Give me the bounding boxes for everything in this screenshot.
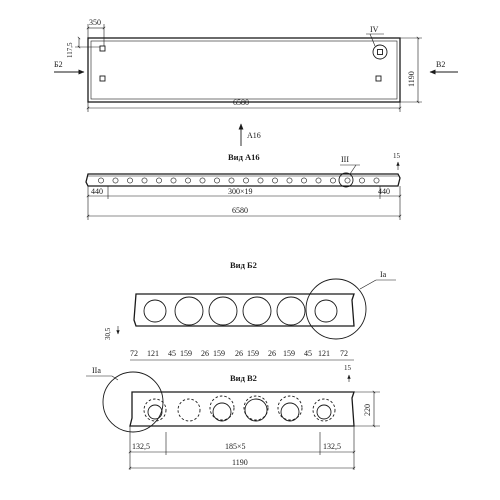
void: [312, 398, 336, 422]
hole: [286, 177, 293, 184]
view-a16: А16 Вид А16 III 15 440 300×19 440 6580: [85, 123, 402, 220]
dim-a16-total: 6580: [232, 206, 248, 215]
void-row: [143, 395, 336, 422]
section-label-v2: В2: [436, 60, 445, 69]
void: [147, 404, 163, 420]
view-v2: Вид В2 15 IIа 220: [86, 364, 380, 470]
dim-plan-117-5: 117,5: [66, 42, 74, 58]
hole: [344, 177, 351, 184]
dim-b2-10: 45: [304, 349, 312, 358]
dimension-chain-b2: 72 121 45 159 26 159 26 159 26 159 45 12…: [130, 349, 348, 358]
view-title-a16: Вид А16: [228, 152, 260, 162]
void: [243, 395, 269, 421]
dim-b2-12: 72: [340, 349, 348, 358]
hole: [214, 177, 220, 184]
dim-v2-corner: 15: [344, 364, 352, 372]
plan-view: 350 117,5 IV 6580 1190 Б2 В2: [54, 18, 458, 112]
section-label-b2: Б2: [54, 60, 63, 69]
dim-v2-left: 132,5: [132, 442, 150, 451]
detail-label-ia: Iа: [380, 270, 387, 279]
hole: [243, 177, 249, 184]
hole: [373, 177, 380, 184]
hole: [315, 177, 322, 184]
hole: [185, 177, 191, 184]
hole: [141, 177, 148, 184]
void: [143, 299, 167, 323]
dim-a16-middle: 300×19: [228, 187, 253, 196]
hole: [301, 177, 307, 184]
dim-a16-corner: 15: [393, 152, 401, 160]
void: [208, 296, 238, 326]
hole: [98, 177, 104, 184]
dim-plan-width: 1190: [407, 71, 416, 87]
void: [174, 296, 204, 326]
void: [209, 395, 235, 421]
hole-row: [98, 177, 380, 184]
void: [280, 402, 300, 422]
view-b2: Вид Б2 Iа 30,5 72 121 45 159 26 159 26: [104, 260, 396, 361]
dim-a16-left: 440: [91, 187, 103, 196]
hole: [112, 177, 119, 184]
dim-b2-side: 30,5: [104, 327, 112, 340]
hole: [228, 177, 235, 184]
dim-b2-1: 121: [147, 349, 159, 358]
hole: [199, 177, 206, 184]
dim-a16-right: 440: [378, 187, 390, 196]
dim-b2-9: 159: [283, 349, 295, 358]
void: [177, 398, 201, 422]
detail-label-iii: III: [341, 155, 349, 164]
dim-v2-right: 132,5: [323, 442, 341, 451]
void: [276, 296, 306, 326]
lifting-loop: [99, 75, 106, 82]
lifting-loop: [375, 75, 382, 82]
hole: [272, 177, 278, 184]
void: [314, 299, 338, 323]
hole: [170, 177, 177, 184]
dim-b2-2: 45: [168, 349, 176, 358]
dim-b2-7: 159: [247, 349, 259, 358]
detail-circle-iv: [372, 44, 388, 60]
hole: [156, 177, 162, 184]
void: [212, 402, 232, 422]
void: [244, 398, 268, 422]
void-row: [143, 296, 338, 326]
dim-b2-6: 26: [235, 349, 243, 358]
slab-inner-plan: [90, 40, 398, 100]
void: [143, 398, 167, 422]
dim-plan-350: 350: [89, 18, 101, 27]
detail-circle-ia: [305, 278, 367, 340]
dim-v2-height: 220: [363, 404, 372, 416]
dim-b2-4: 26: [201, 349, 209, 358]
void: [277, 395, 303, 421]
detail-label-iv: IV: [370, 25, 379, 34]
detail-circle-iia: [102, 371, 164, 433]
view-arrow-label-a16: А16: [247, 131, 261, 140]
void: [316, 404, 332, 420]
hole: [257, 177, 264, 184]
hole: [127, 177, 133, 184]
dim-b2-5: 159: [213, 349, 225, 358]
detail-label-iia: IIа: [92, 366, 101, 375]
dim-b2-3: 159: [180, 349, 192, 358]
slab-cross-section-v2: [129, 391, 355, 427]
lifting-loop: [377, 49, 383, 55]
dim-v2-total: 1190: [232, 458, 248, 467]
detail-circle-iii: [338, 172, 354, 188]
slab-outline-plan: [87, 37, 401, 103]
void: [242, 296, 272, 326]
slab-cross-section-b2: [133, 293, 355, 327]
dim-b2-8: 26: [268, 349, 276, 358]
dim-b2-0: 72: [130, 349, 138, 358]
view-title-v2: Вид В2: [230, 373, 257, 383]
hole: [359, 177, 365, 184]
slab-side-elevation: [85, 173, 401, 187]
lifting-loop: [99, 45, 106, 52]
dim-plan-length: 6580: [233, 98, 249, 107]
dim-b2-11: 121: [318, 349, 330, 358]
hole: [330, 177, 336, 184]
dim-v2-middle: 185×5: [225, 442, 246, 451]
view-title-b2: Вид Б2: [230, 260, 257, 270]
